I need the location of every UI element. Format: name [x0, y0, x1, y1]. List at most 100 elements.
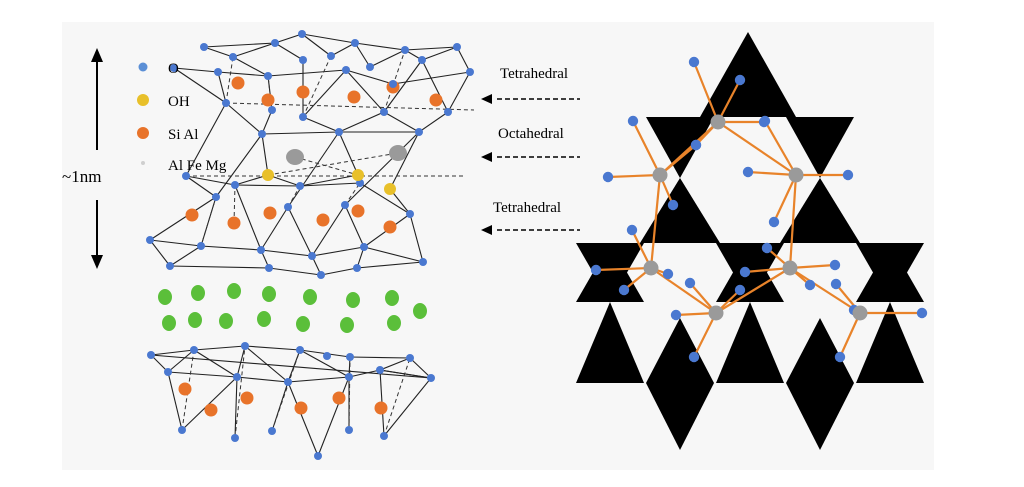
oxygen-atom: [257, 246, 265, 254]
oxygen-atom: [346, 353, 354, 361]
sheet-si-atom: [652, 167, 668, 183]
oxygen-atom: [233, 373, 241, 381]
oxygen-atom: [353, 264, 361, 272]
oxygen-atom: [231, 434, 239, 442]
oxygen-atom: [327, 52, 335, 60]
structure-dashed-bonds: [181, 49, 475, 439]
arrow-octahedral: [481, 152, 492, 162]
tetrahedron: [700, 32, 796, 117]
bond-line: [287, 376, 350, 383]
legend-sial-label: Si Al: [168, 127, 198, 143]
oxygen-atom: [299, 56, 307, 64]
oxygen-atom: [200, 43, 208, 51]
si-o-bond: [632, 120, 661, 176]
oxygen-atom: [427, 374, 435, 382]
dashed-bond-line: [267, 152, 399, 176]
si-o-bond: [744, 266, 791, 274]
sheet-oxygen-atom: [690, 139, 702, 151]
bond-line: [150, 354, 432, 379]
tetrahedron: [856, 243, 924, 302]
bond-line: [150, 349, 195, 356]
bond-line: [354, 42, 371, 68]
bond-line: [215, 133, 263, 198]
sheet-oxygen-atom: [768, 216, 780, 228]
interlayer-cation-atom: [188, 312, 202, 328]
sheet-oxygen-atom: [626, 224, 638, 236]
sheet-oxygen-atom: [670, 309, 682, 321]
bond-line: [299, 349, 350, 378]
oxygen-atom: [164, 368, 172, 376]
interlayer-cation-atom: [262, 286, 276, 302]
oxygen-atom: [466, 68, 474, 76]
oxygen-atom: [147, 351, 155, 359]
ring-bond: [715, 267, 791, 314]
oxygen-atom: [271, 39, 279, 47]
bond-line: [299, 182, 361, 187]
oxygen-atom: [314, 452, 322, 460]
sheet-oxygen-atom: [602, 171, 614, 183]
oxygen-atom: [146, 236, 154, 244]
bond-line: [338, 131, 359, 176]
octahedral-cation-atom: [286, 149, 304, 165]
bond-line: [225, 102, 263, 135]
hydroxyl-atom: [384, 183, 396, 195]
dashed-bond-line: [344, 182, 361, 206]
oxygen-atom: [419, 258, 427, 266]
bond-line: [234, 376, 238, 439]
bond-line: [379, 369, 432, 379]
bond-line: [383, 111, 420, 133]
bond-line: [173, 67, 227, 104]
bond-line: [217, 71, 227, 104]
legend-alfemg-marker: [141, 161, 145, 165]
sheet-oxygen-atom: [739, 266, 751, 278]
si-al-atom: [429, 93, 443, 107]
bond-line: [267, 69, 347, 77]
bond-line: [354, 42, 406, 51]
si-al-atom: [296, 85, 310, 99]
bond-line: [244, 345, 301, 351]
si-o-bond: [595, 266, 652, 272]
sheet-si-atom: [788, 167, 804, 183]
bond-line: [349, 356, 411, 359]
bond-line: [203, 46, 234, 58]
bond-line: [317, 376, 350, 457]
bond-line: [287, 206, 313, 257]
bond-line: [193, 349, 238, 378]
sheet-oxygen-atom: [830, 278, 842, 290]
oxygen-atom: [299, 113, 307, 121]
sheet-bonds: [595, 61, 922, 358]
sheet-oxygen-atom: [590, 264, 602, 276]
sheet-oxygen-atom: [916, 307, 928, 319]
ring-bond: [789, 267, 861, 314]
bond-line: [234, 184, 301, 187]
bond-line: [383, 59, 423, 113]
bond-line: [234, 184, 262, 251]
bond-line: [193, 345, 246, 351]
hydroxyl-atom: [262, 169, 274, 181]
sheet-oxygen-atom: [761, 242, 773, 254]
sheet-si-atom: [710, 114, 726, 130]
dashed-bond-line: [383, 49, 406, 113]
bond-line: [261, 133, 269, 176]
oxygen-atom: [197, 242, 205, 250]
sheet-si-atom: [643, 260, 659, 276]
bond-line: [287, 381, 319, 457]
oxygen-atom: [406, 354, 414, 362]
bond-line: [149, 196, 217, 241]
sheet-oxygen-atom: [684, 277, 696, 289]
bond-line: [418, 111, 449, 133]
bond-line: [169, 265, 270, 269]
oxygen-atom: [178, 426, 186, 434]
oxygen-atom: [229, 53, 237, 61]
bond-line: [421, 59, 449, 113]
tetrahedron: [646, 117, 714, 178]
sheet-oxygen-atom: [667, 199, 679, 211]
bond-line: [311, 246, 365, 257]
bond-line: [260, 249, 313, 257]
interlayer-cation-atom: [158, 289, 172, 305]
bond-line: [447, 71, 471, 113]
si-al-atom: [185, 208, 199, 222]
sheet-oxygen-atom: [688, 56, 700, 68]
interlayer-cation-atom: [346, 292, 360, 308]
label-octahedral: Octahedral: [498, 126, 564, 142]
